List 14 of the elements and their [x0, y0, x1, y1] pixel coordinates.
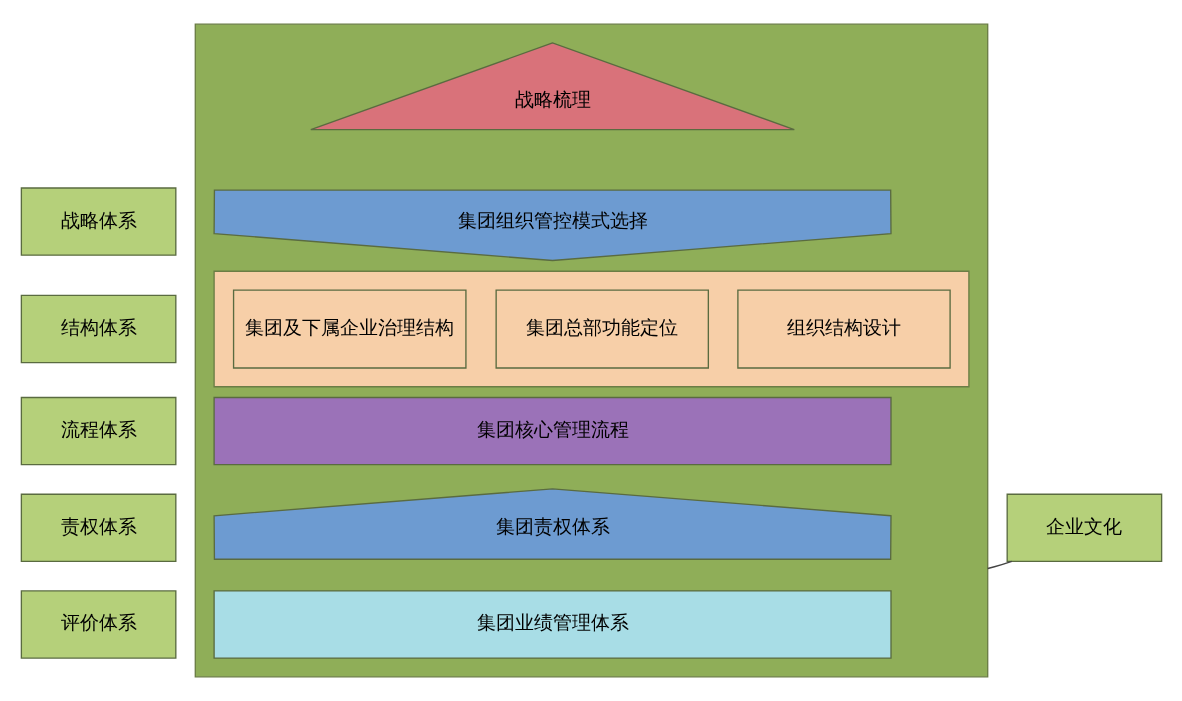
cluster	[194, 23, 988, 678]
node-box: 责权体系	[20, 493, 176, 563]
cluster	[212, 270, 970, 388]
node-box: 战略体系	[20, 187, 176, 256]
node-box: 企业文化	[1006, 493, 1162, 563]
node-box: 结构体系	[20, 294, 176, 364]
node-box: 流程体系	[20, 396, 176, 466]
node-box: 评价体系	[20, 590, 176, 659]
node-box: 集团及下属企业治理结构	[232, 289, 467, 369]
node-box: 集团核心管理流程	[212, 396, 892, 466]
node-box: 组织结构设计	[736, 289, 951, 369]
connector	[986, 560, 1012, 570]
node-box: 集团业绩管理体系	[212, 590, 892, 659]
node-box: 集团总部功能定位	[494, 289, 709, 369]
